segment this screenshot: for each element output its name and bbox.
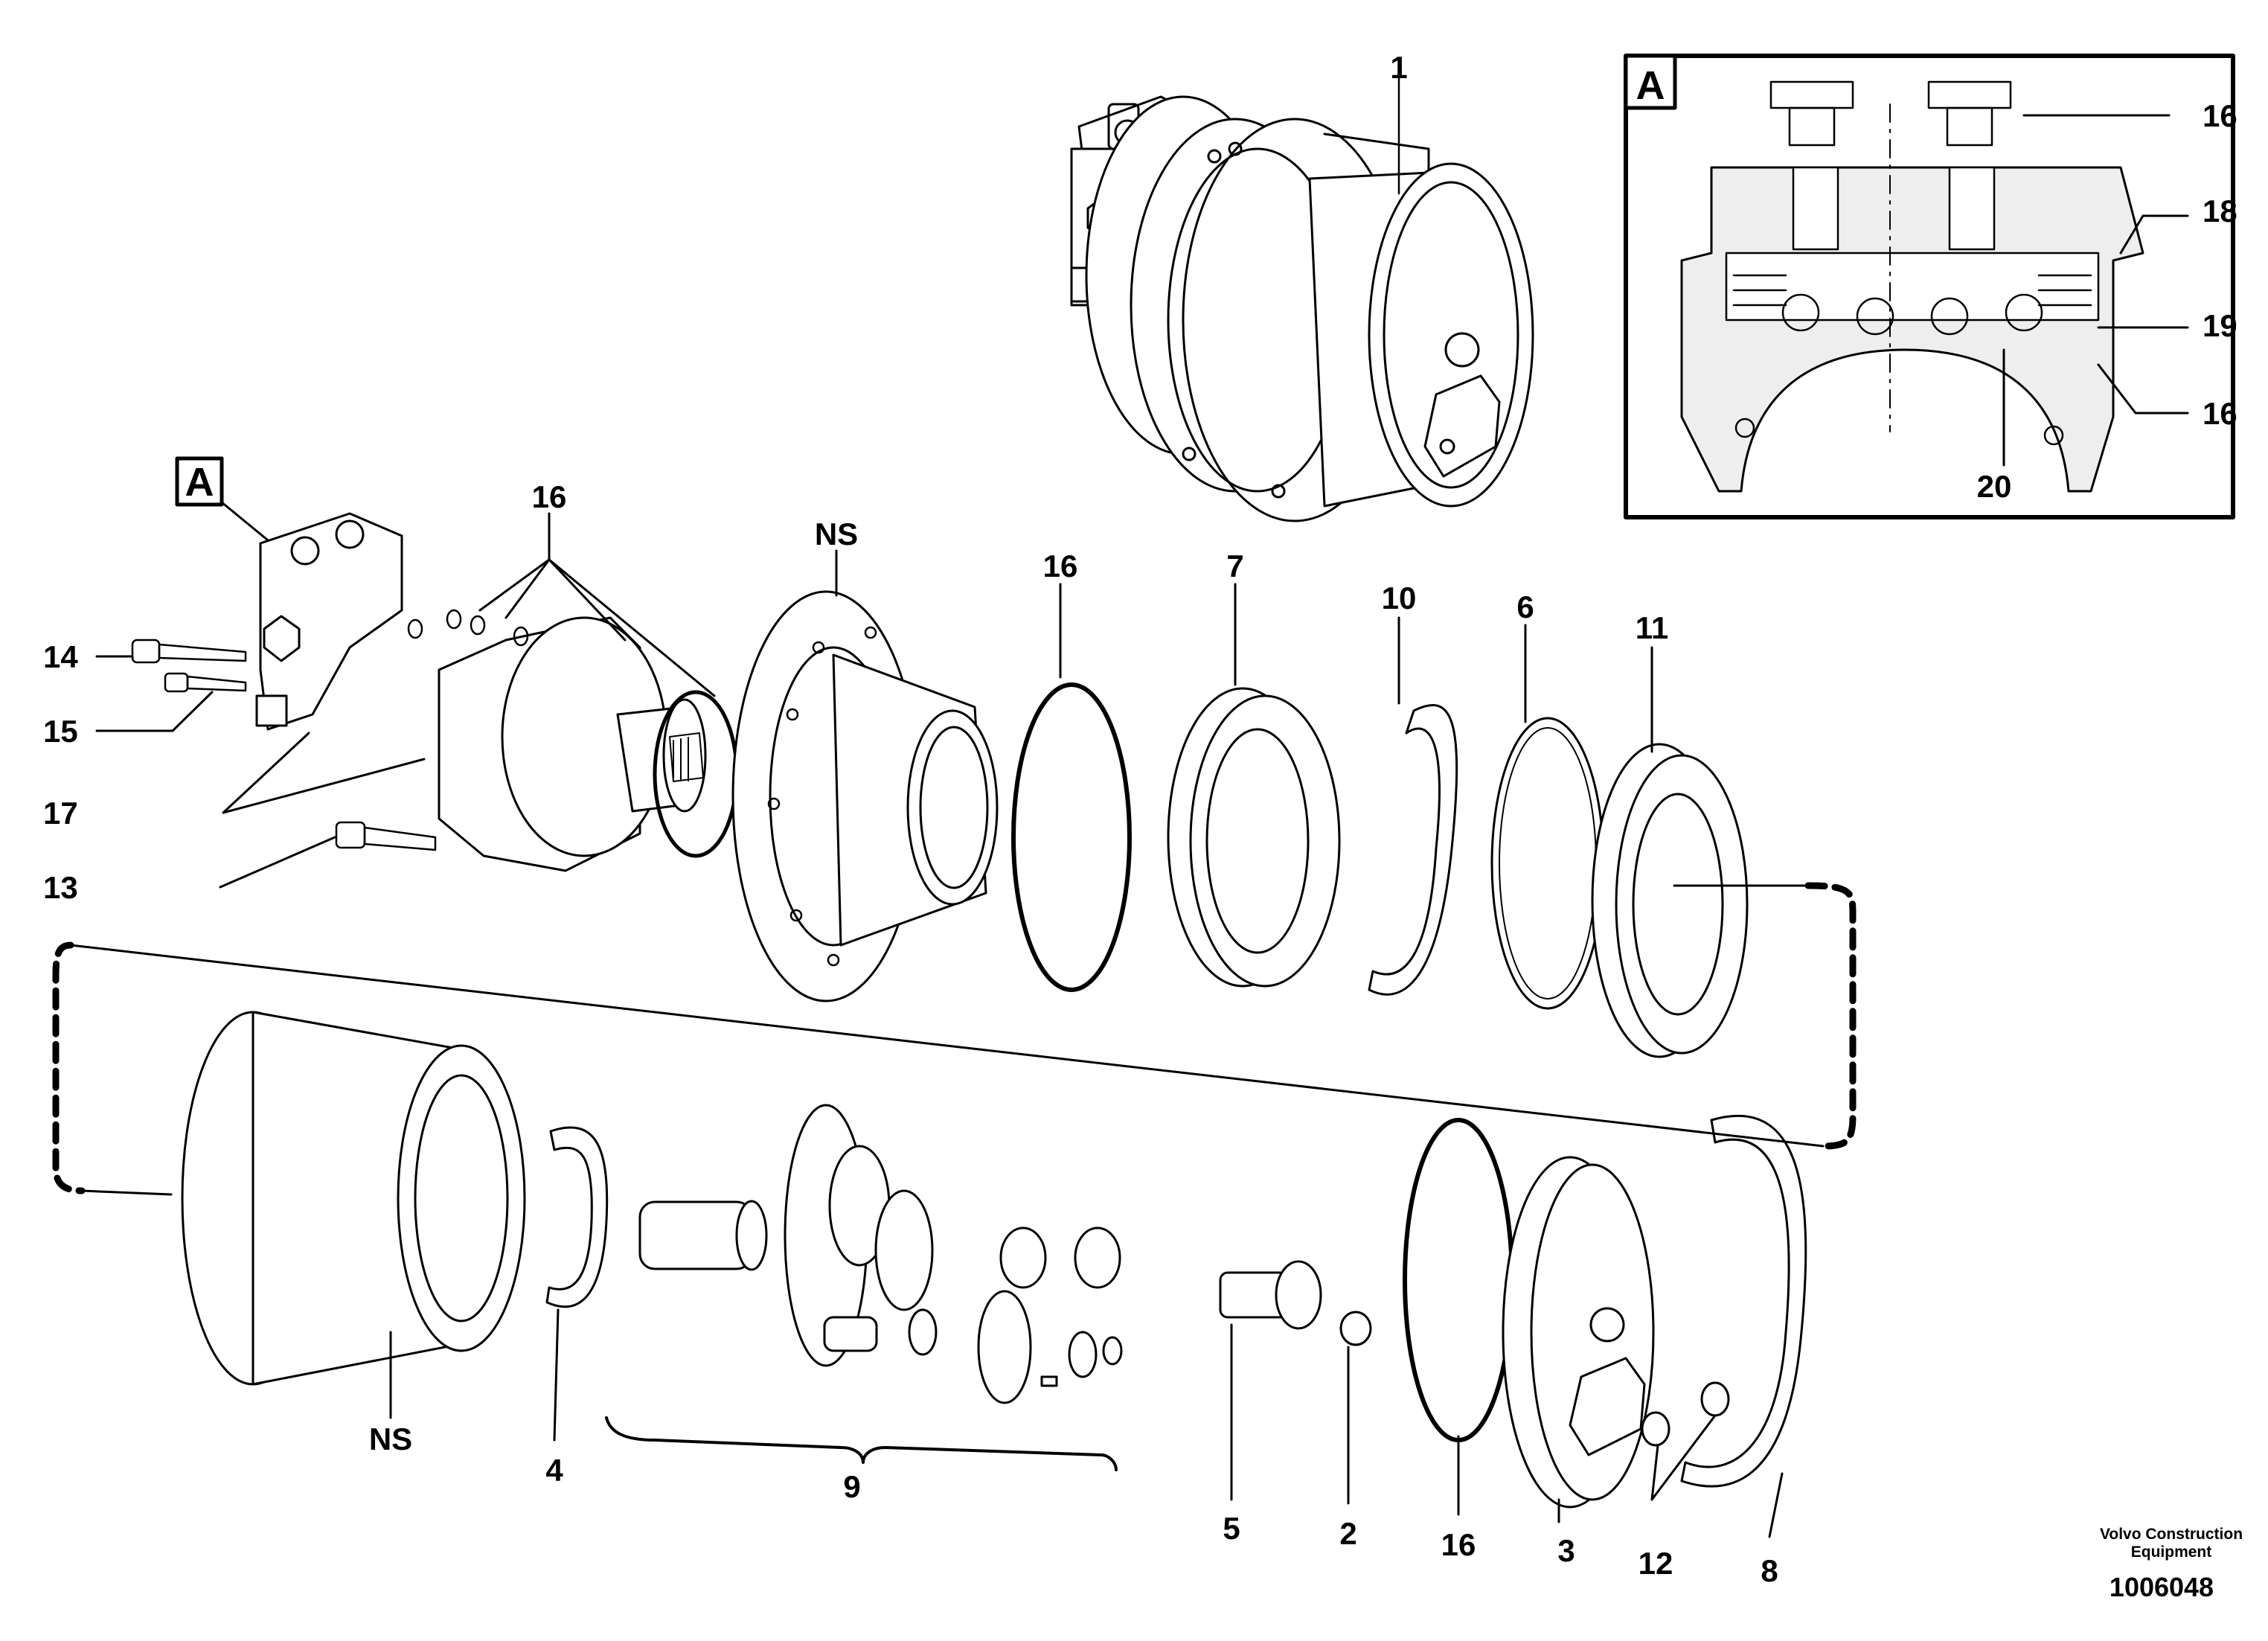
label-2: 2 xyxy=(1339,1516,1356,1551)
label-4: 4 xyxy=(545,1453,563,1488)
lower-row-parts xyxy=(181,1011,1807,1538)
detail-a-section-view xyxy=(1624,54,2235,519)
label-8: 8 xyxy=(1761,1553,1778,1588)
label-5: 5 xyxy=(1223,1511,1240,1546)
label-1: 1 xyxy=(1390,50,1407,85)
label-ns-top: NS xyxy=(815,516,858,551)
label-3: 3 xyxy=(1557,1533,1575,1568)
brand-line-1: Volvo Construction xyxy=(2100,1526,2243,1543)
label-11: 11 xyxy=(1636,610,1668,645)
detail-a-marker: A xyxy=(1636,63,1665,108)
label-14: 14 xyxy=(43,639,78,674)
label-ns-bottom: NS xyxy=(369,1421,412,1456)
label-9: 9 xyxy=(843,1469,860,1504)
brand-line-2: Equipment xyxy=(2131,1544,2212,1561)
assembled-travel-motor xyxy=(1070,58,1534,522)
label-16-detail-top: 16 xyxy=(2203,98,2237,133)
label-16-top: 16 xyxy=(532,479,567,514)
label-15: 15 xyxy=(43,714,78,749)
label-19: 19 xyxy=(2203,308,2237,343)
valve-block-marker-a: A xyxy=(185,460,214,505)
label-20: 20 xyxy=(1977,469,2012,504)
label-17: 17 xyxy=(43,796,78,831)
label-12: 12 xyxy=(1638,1546,1673,1581)
label-7: 7 xyxy=(1226,548,1243,583)
upper-row-parts xyxy=(52,549,1857,1196)
label-18: 18 xyxy=(2203,193,2237,228)
drawing-number: 1006048 xyxy=(2110,1572,2214,1602)
label-13: 13 xyxy=(43,870,78,905)
label-16-ring: 16 xyxy=(1043,548,1078,583)
label-16-bottom: 16 xyxy=(1441,1527,1476,1562)
callout-labels: 1 A 16 18 19 16 20 A 16 NS 16 7 10 6 11 … xyxy=(43,50,2243,1602)
label-10: 10 xyxy=(1382,580,1417,615)
label-6: 6 xyxy=(1516,589,1534,624)
label-16-detail-bottom: 16 xyxy=(2203,396,2237,431)
valve-block-and-motor xyxy=(95,456,739,889)
